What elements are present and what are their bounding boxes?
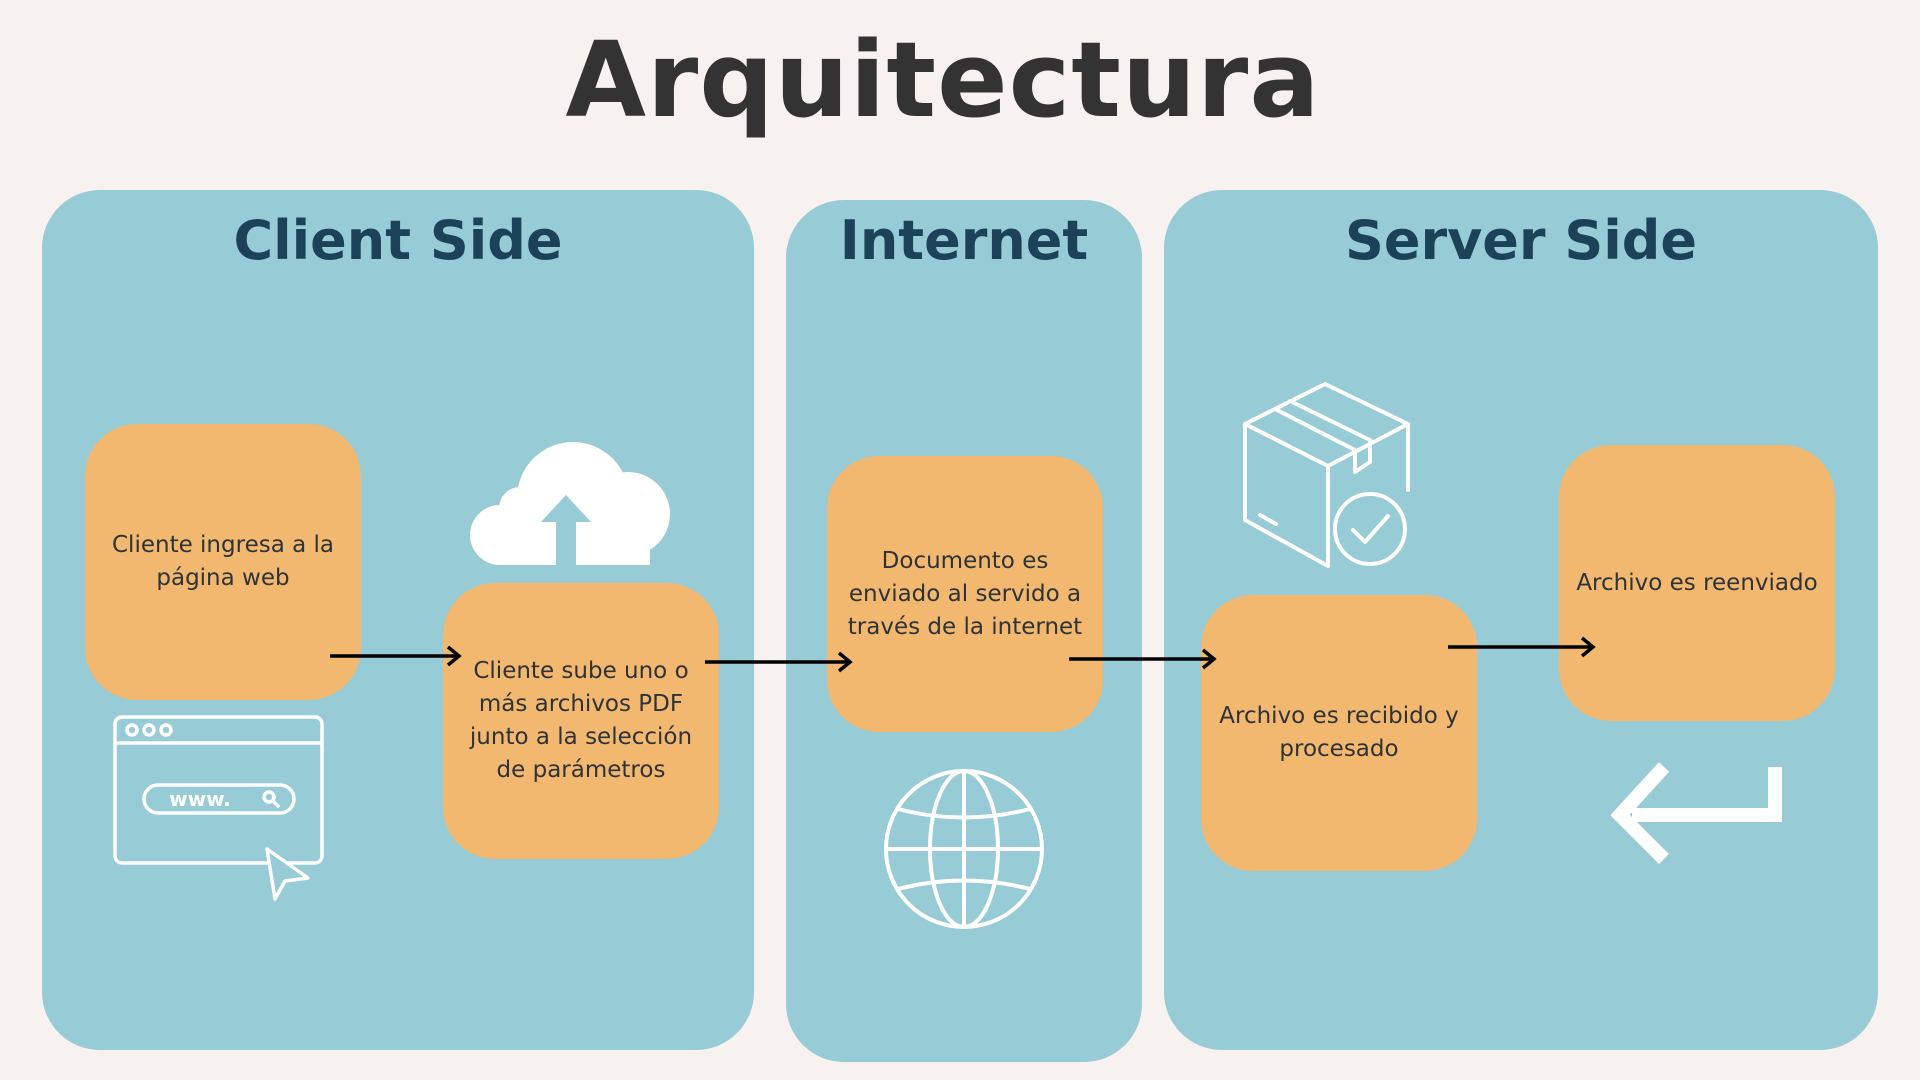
step-box-receive-process: Archivo es recibido y procesado: [1201, 595, 1477, 871]
step-box-upload-pdf: Cliente sube uno o más archivos PDF junt…: [443, 583, 719, 859]
step-box-resend-file: Archivo es reenviado: [1559, 445, 1835, 721]
cloud-upload-icon: [470, 442, 670, 565]
client-side-title: Client Side: [233, 209, 563, 272]
arrow-process-to-resend: [1448, 636, 1596, 658]
step-box-enter-webpage: Cliente ingresa a la página web: [85, 424, 361, 700]
server-side-title: Server Side: [1344, 209, 1698, 272]
arrow-webpage-to-upload: [330, 645, 462, 667]
step-text-send-document: Documento es enviado al servido a través…: [847, 547, 1083, 640]
arrow-upload-to-internet: [705, 651, 853, 673]
step-text-enter-webpage: Cliente ingresa a la página web: [112, 532, 334, 591]
step-text-resend-file: Archivo es reenviado: [1576, 569, 1818, 596]
arrow-internet-to-server: [1069, 648, 1217, 670]
globe-icon: [884, 769, 1044, 929]
step-box-send-document: Documento es enviado al servido a través…: [827, 456, 1103, 732]
step-text-receive-process: Archivo es recibido y procesado: [1219, 703, 1459, 762]
browser-url-text: www.: [169, 787, 231, 811]
step-text-upload-pdf: Cliente sube uno o más archivos PDF junt…: [469, 658, 693, 783]
return-arrow-icon: [1610, 762, 1782, 864]
page-title: Arquitectura: [565, 19, 1321, 141]
browser-window-icon: www.: [113, 715, 324, 901]
internet-title: Internet: [839, 209, 1089, 272]
package-check-icon: [1243, 382, 1410, 568]
